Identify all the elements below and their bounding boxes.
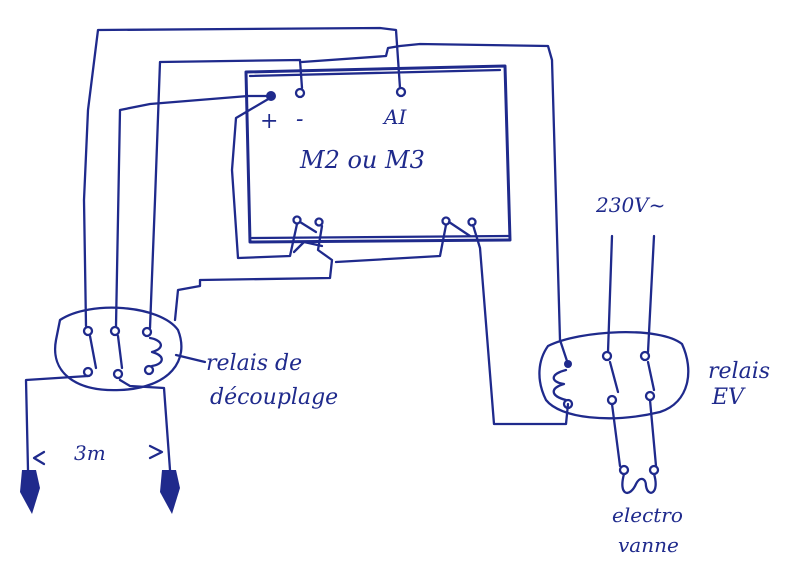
wire-plus — [114, 94, 299, 328]
relay-ev-label-line1: relais — [708, 359, 770, 384]
wire-top-loop — [82, 26, 402, 328]
relay-decouplage-label-line2: découplage — [210, 385, 338, 410]
ai-terminal — [395, 86, 407, 98]
supply-wires — [606, 234, 656, 354]
minus-label: - — [296, 107, 303, 132]
distance-arrow — [32, 444, 164, 466]
module-label: M2 ou M3 — [299, 146, 425, 174]
wire-contact-return — [173, 224, 334, 322]
electrovalve — [618, 464, 660, 494]
module-contact-right — [441, 216, 477, 238]
relay-ev-label-line2: EV — [711, 385, 746, 410]
relay-decouplage — [53, 306, 207, 392]
relay-ev — [538, 331, 690, 420]
plus-label: + — [260, 109, 278, 134]
valve-wires — [610, 398, 658, 468]
probe-left — [20, 470, 40, 514]
valve-label-line2: vanne — [618, 533, 679, 557]
probe-wires — [24, 374, 172, 472]
distance-label: 3m — [74, 441, 106, 465]
wire-module-to-ev — [334, 223, 570, 426]
relay-decouplage-label-line1: relais de — [206, 351, 302, 376]
minus-terminal — [294, 87, 306, 99]
ai-label: AI — [382, 105, 407, 129]
supply-label: 230V~ — [595, 193, 665, 217]
wire-minus — [148, 42, 570, 366]
valve-label-line1: electro — [612, 503, 683, 527]
probe-right — [160, 470, 180, 514]
